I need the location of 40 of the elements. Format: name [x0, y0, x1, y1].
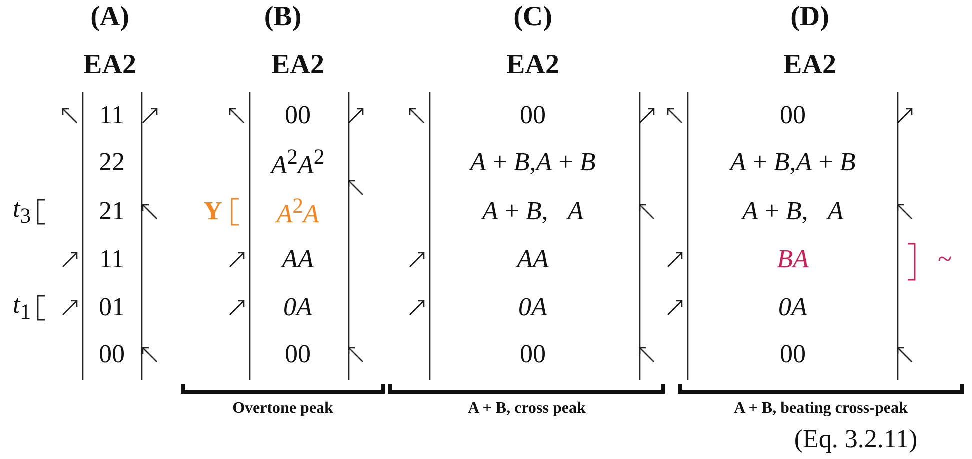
system-label: EA2	[784, 50, 836, 82]
state-label: A + B, A	[482, 198, 584, 226]
state-label: AA	[517, 246, 549, 274]
time-label: t$_{3}$	[12, 195, 32, 229]
state-label: 00	[285, 340, 311, 370]
state-label: 01	[99, 294, 125, 322]
time-label: t$_{1}$	[12, 291, 32, 325]
state-label: A + B,A + B	[470, 148, 596, 178]
state-label: A$^{2}$A	[276, 194, 320, 230]
state-label: A + B,A + B	[730, 148, 856, 178]
state-label: 00	[285, 102, 311, 130]
pathway-label: Y	[204, 198, 222, 226]
panel-label: (D)	[790, 2, 830, 34]
state-label: 0A	[778, 294, 808, 322]
state-label: AA	[282, 246, 314, 274]
equation-reference: (Eq. 3.2.11)	[794, 426, 918, 454]
tilde-symbol: ~	[938, 246, 952, 274]
state-label: 00	[520, 340, 546, 370]
state-label: 0A	[518, 294, 548, 322]
state-label: 00	[780, 102, 806, 130]
peak-label: Overtone peak	[232, 400, 334, 418]
peak-label: A + B, cross peak	[468, 400, 586, 418]
system-label: EA2	[506, 50, 560, 82]
state-label: 22	[99, 148, 125, 178]
state-label: A$^{2}$A$^{2}$	[271, 146, 325, 180]
panel-label: (A)	[90, 2, 130, 34]
state-label: 0A	[284, 294, 312, 322]
peak-label: A + B, beating cross-peak	[734, 400, 908, 418]
state-label: A + B, A	[742, 198, 844, 226]
state-label: 00	[780, 340, 806, 370]
system-label: EA2	[84, 50, 136, 82]
state-label: 21	[99, 198, 125, 226]
state-label: 00	[99, 340, 125, 370]
system-label: EA2	[272, 50, 324, 82]
panel-label: (B)	[264, 2, 302, 34]
state-label: 11	[99, 246, 125, 274]
panel-label: (C)	[514, 2, 552, 34]
state-label: BA	[777, 246, 809, 274]
state-label: 11	[99, 102, 125, 130]
state-label: 00	[520, 102, 546, 130]
